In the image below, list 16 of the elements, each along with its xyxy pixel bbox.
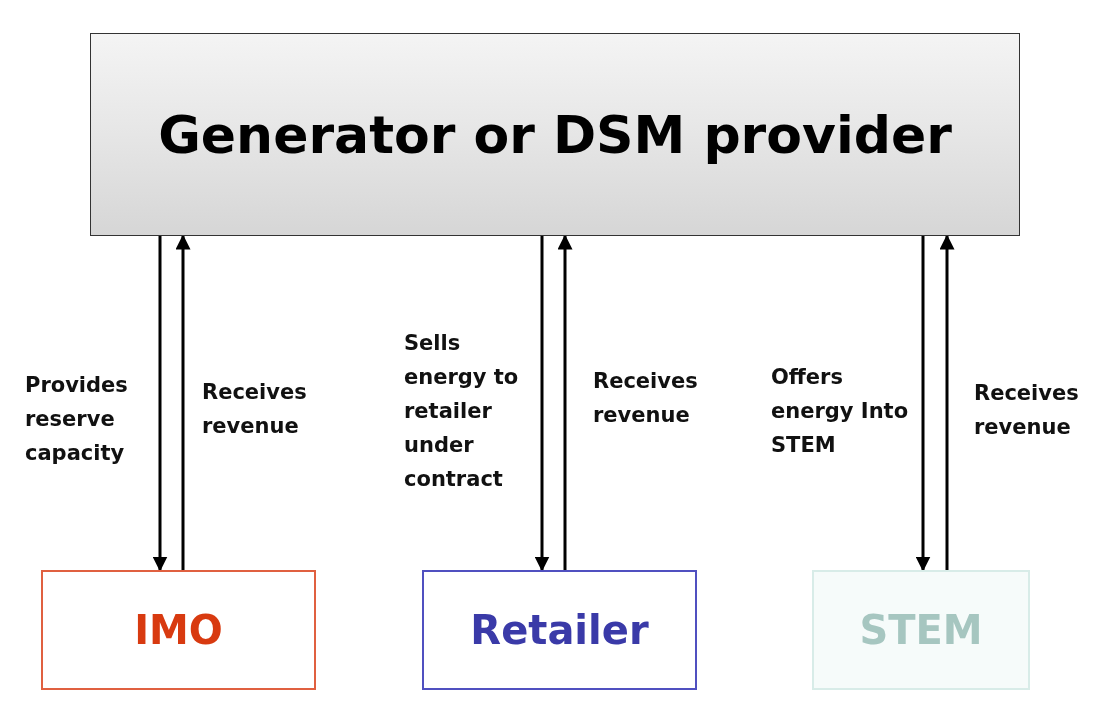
arrow	[915, 236, 931, 572]
entity-box: IMO	[41, 570, 316, 690]
entity-box: Retailer	[422, 570, 697, 690]
edge-label: Receives revenue	[593, 368, 699, 429]
provider-box: Generator or DSM provider	[90, 33, 1020, 236]
edge-label: Sells energy to retailer under contract	[404, 330, 520, 493]
arrow	[175, 234, 191, 570]
edge-label: Receives revenue	[202, 379, 308, 440]
arrow	[152, 236, 168, 572]
arrow	[534, 236, 550, 572]
entity-box: STEM	[812, 570, 1030, 690]
edge-label: Provides reserve capacity	[25, 372, 129, 467]
edge-label: Receives revenue	[974, 380, 1080, 441]
edge-label: Offers energy Into STEM	[771, 364, 910, 459]
arrow	[939, 234, 955, 570]
arrow	[557, 234, 573, 570]
